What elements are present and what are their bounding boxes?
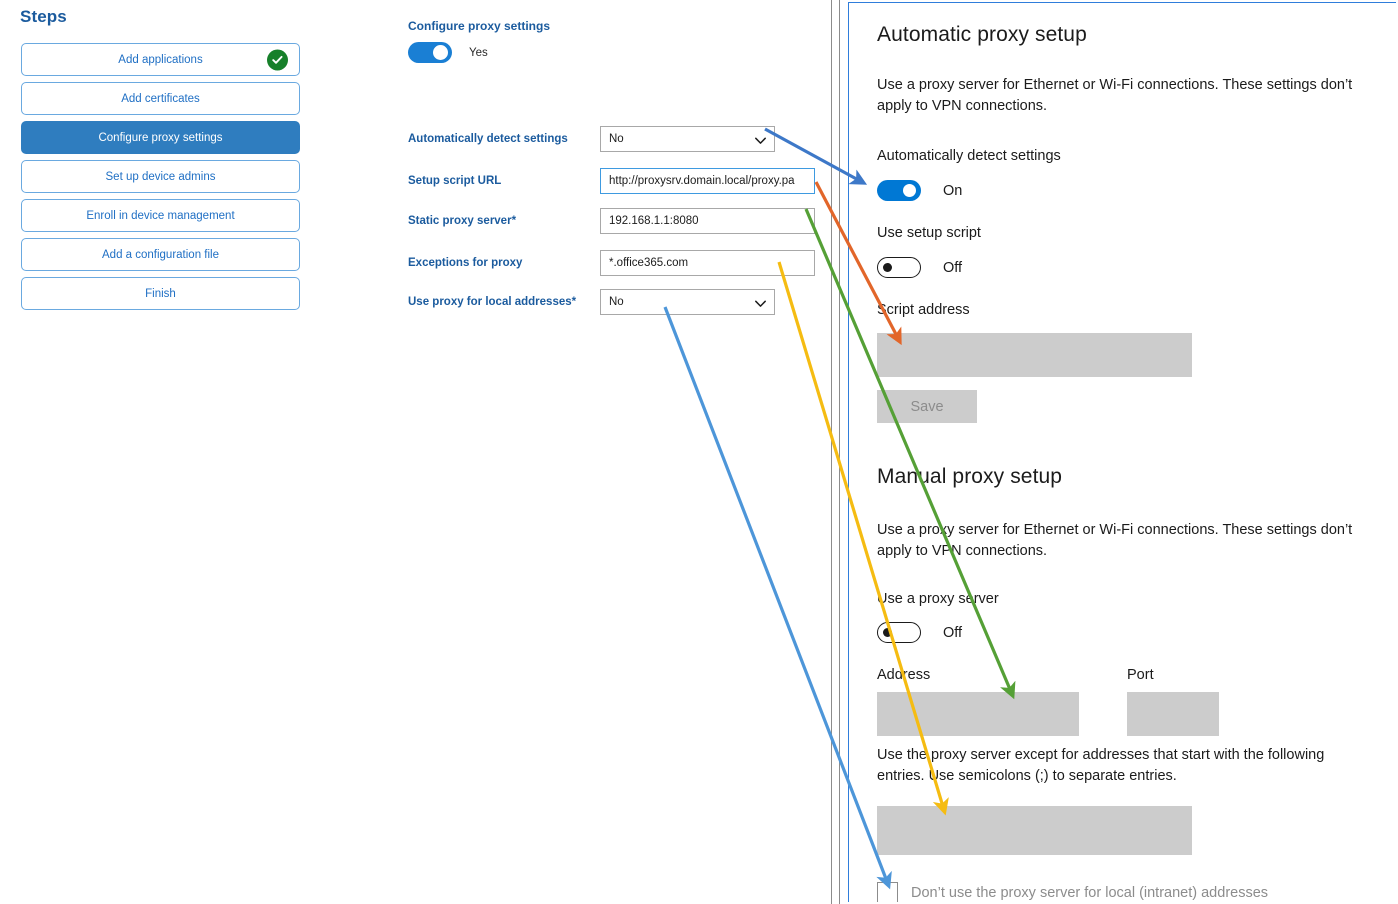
address-label: Address	[877, 667, 931, 683]
toggle-knob	[903, 184, 916, 197]
input-value: http://proxysrv.domain.local/proxy.pa	[609, 175, 795, 187]
toggle-state-label: Off	[943, 259, 963, 276]
field-use-proxy-for-local-addresses: Use proxy for local addresses* No	[408, 289, 778, 315]
step-label: Enroll in device management	[86, 209, 235, 222]
chevron-down-icon	[755, 136, 766, 144]
automatically-detect-settings-toggle-row: On	[877, 180, 962, 201]
select-value: No	[609, 133, 624, 145]
chevron-down-icon	[755, 299, 766, 307]
static-proxy-server-input[interactable]: 192.168.1.1:8080	[600, 208, 815, 234]
automatically-detect-settings-label: Automatically detect settings	[877, 148, 1061, 164]
toggle-knob	[883, 263, 892, 272]
use-proxy-for-local-addresses-select[interactable]: No	[600, 289, 775, 315]
required-asterisk: *	[571, 296, 577, 308]
step-item-set-up-device-admins[interactable]: Set up device admins	[21, 160, 300, 193]
select-value: No	[609, 296, 624, 308]
step-item-configure-proxy-settings[interactable]: Configure proxy settings	[21, 121, 300, 154]
script-address-label: Script address	[877, 302, 970, 318]
step-item-add-a-configuration-file[interactable]: Add a configuration file	[21, 238, 300, 271]
check-circle-icon	[267, 49, 288, 70]
step-item-enroll-in-device-management[interactable]: Enroll in device management	[21, 199, 300, 232]
local-addresses-checkbox-label: Don’t use the proxy server for local (in…	[911, 884, 1269, 901]
port-input[interactable]	[1127, 692, 1219, 736]
manual-proxy-setup-heading: Manual proxy setup	[877, 465, 1063, 488]
use-setup-script-toggle-row: Off	[877, 257, 962, 278]
automatically-detect-settings-select[interactable]: No	[600, 126, 775, 152]
script-address-input[interactable]	[877, 333, 1192, 377]
automatic-proxy-setup-heading: Automatic proxy setup	[877, 23, 1087, 46]
field-label: Use proxy for local addresses*	[408, 296, 577, 308]
local-addresses-checkbox[interactable]	[877, 882, 898, 902]
field-automatically-detect-settings: Automatically detect settings No	[408, 126, 778, 152]
step-label: Add a configuration file	[102, 248, 219, 261]
exceptions-for-proxy-input[interactable]: *.office365.com	[600, 250, 815, 276]
step-label: Configure proxy settings	[98, 131, 223, 144]
field-label: Exceptions for proxy	[408, 257, 523, 269]
step-label: Finish	[145, 287, 176, 300]
step-label: Set up device admins	[105, 170, 216, 183]
steps-panel: Steps Add applications Add certificates …	[0, 0, 330, 904]
step-item-add-applications[interactable]: Add applications	[21, 43, 300, 76]
required-asterisk: *	[511, 215, 517, 227]
field-label: Setup script URL	[408, 175, 502, 187]
automatically-detect-settings-toggle[interactable]	[877, 180, 921, 201]
steps-list: Add applications Add certificates Config…	[21, 43, 300, 316]
configure-proxy-toggle[interactable]	[408, 42, 452, 63]
use-a-proxy-server-toggle[interactable]	[877, 622, 921, 643]
panel-divider-right	[839, 0, 840, 904]
windows-proxy-settings-panel: Automatic proxy setup Use a proxy server…	[848, 2, 1396, 902]
configure-proxy-toggle-label: Yes	[469, 46, 488, 59]
form-heading: Configure proxy settings	[408, 19, 551, 33]
use-setup-script-toggle[interactable]	[877, 257, 921, 278]
steps-title: Steps	[20, 7, 67, 26]
input-value: 192.168.1.1:8080	[609, 215, 699, 227]
use-setup-script-label: Use setup script	[877, 225, 981, 241]
step-label: Add certificates	[121, 92, 200, 105]
setup-script-url-input[interactable]: http://proxysrv.domain.local/proxy.pa	[600, 168, 815, 194]
step-item-add-certificates[interactable]: Add certificates	[21, 82, 300, 115]
address-input[interactable]	[877, 692, 1079, 736]
save-button[interactable]: Save	[877, 390, 977, 423]
toggle-state-label: On	[943, 182, 963, 199]
manual-proxy-description: Use a proxy server for Ethernet or Wi-Fi…	[877, 522, 1353, 559]
field-setup-script-url: Setup script URL http://proxysrv.domain.…	[408, 168, 818, 194]
field-label: Static proxy server*	[408, 215, 517, 227]
step-label: Add applications	[118, 53, 203, 66]
toggle-knob	[433, 45, 448, 60]
step-item-finish[interactable]: Finish	[21, 277, 300, 310]
use-a-proxy-server-label: Use a proxy server	[877, 591, 999, 607]
proxy-exceptions-input[interactable]	[877, 806, 1192, 855]
use-a-proxy-server-toggle-row: Off	[877, 622, 962, 643]
input-value: *.office365.com	[609, 257, 689, 269]
local-addresses-checkbox-row[interactable]: Don’t use the proxy server for local (in…	[877, 882, 1268, 902]
configure-proxy-toggle-row: Yes	[408, 42, 488, 63]
toggle-knob	[883, 628, 892, 637]
field-exceptions-for-proxy: Exceptions for proxy *.office365.com	[408, 250, 818, 276]
automatic-proxy-description: Use a proxy server for Ethernet or Wi-Fi…	[877, 77, 1353, 114]
field-label: Automatically detect settings	[408, 133, 568, 145]
port-label: Port	[1127, 667, 1154, 683]
toggle-state-label: Off	[943, 624, 963, 641]
proxy-form-panel: Configure proxy settings Yes Automatical…	[330, 0, 830, 904]
field-static-proxy-server: Static proxy server* 192.168.1.1:8080	[408, 208, 818, 234]
proxy-exceptions-description: Use the proxy server except for addresse…	[877, 747, 1325, 784]
panel-divider-left	[831, 0, 832, 904]
